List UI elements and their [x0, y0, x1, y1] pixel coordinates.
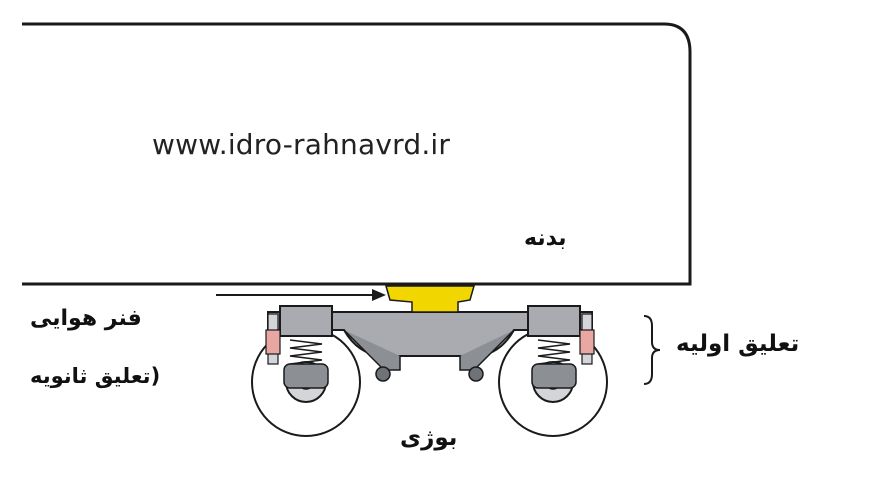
car-body-label: بدنه: [524, 226, 567, 251]
secondary-suspension-label: (تعلیق ثانویه: [30, 364, 161, 388]
car-body-outline: [22, 22, 692, 286]
bogie-frame: [267, 305, 593, 382]
left-primary-spring: [289, 339, 323, 365]
primary-suspension-label: تعلیق اولیه: [676, 331, 800, 357]
air-spring-arrow: [216, 289, 386, 301]
bogie-label: بوژی: [400, 425, 458, 451]
right-primary-spring: [537, 339, 571, 365]
right-axle-box: [531, 363, 577, 389]
left-axle-box: [283, 363, 329, 389]
air-spring: [385, 285, 475, 313]
left-damper: [265, 313, 281, 365]
air-spring-label: فنر هوایی: [30, 306, 142, 331]
primary-suspension-brace: [643, 315, 661, 385]
watermark-text: www.idro-rahnavrd.ir: [152, 128, 451, 161]
right-damper: [579, 313, 595, 365]
